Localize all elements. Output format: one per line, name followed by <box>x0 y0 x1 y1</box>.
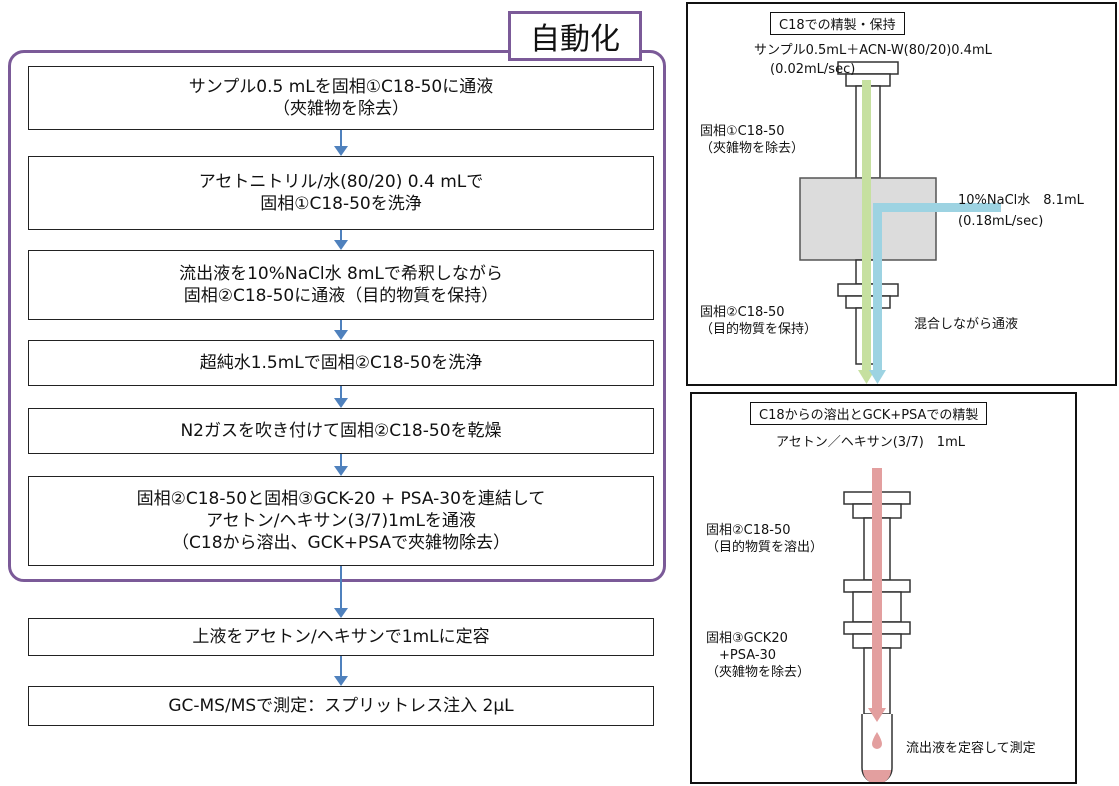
cartridge-2-name: 固相②C18-50 <box>700 305 785 320</box>
nacl-stream-head <box>869 370 886 384</box>
flow-arrow <box>334 320 348 340</box>
step-3-box: 流出液を10%NaCl水 8mLで希釈しながら 固相②C18-50に通液（目的物… <box>28 250 654 320</box>
cartridge-3-label: 固相③GCK20 +PSA-30 （夾雑物を除去） <box>706 630 810 681</box>
flow-arrow <box>334 386 348 408</box>
nacl-stream-horizontal <box>873 203 1001 212</box>
retention-panel: C18での精製・保持 サンプル0.5mL＋ACN-W(80/20)0.4mL (… <box>686 2 1117 386</box>
step-5-line-1: N2ガスを吹き付けて固相②C18-50を乾燥 <box>180 421 502 441</box>
step-1-box: サンプル0.5 mLを固相①C18-50に通液 （夾雑物を除去） <box>28 66 654 130</box>
cartridge-2-label: 固相②C18-50 （目的物質を溶出） <box>706 522 823 556</box>
flow-arrow <box>334 454 348 476</box>
elution-schematic <box>843 468 911 782</box>
step-6-line-3: （C18から溶出、GCK+PSAで夾雑物除去） <box>172 533 510 553</box>
automation-label: 自動化 <box>508 11 642 61</box>
flow-arrow <box>334 230 348 250</box>
cartridge-2-name: 固相②C18-50 <box>706 523 791 538</box>
sample-stream <box>862 80 871 372</box>
cartridge-3-sorbent: +PSA-30 <box>706 648 777 663</box>
nacl-label: 10%NaCl水 8.1mL (0.18mL/sec) <box>958 192 1084 230</box>
step-8-line-1: GC-MS/MSで測定：スプリットレス注入 2µL <box>168 696 514 716</box>
nacl-volume: 10%NaCl水 8.1mL <box>958 193 1084 208</box>
cartridge-1-name: 固相①C18-50 <box>700 124 785 139</box>
step-2-box: アセトニトリル/水(80/20) 0.4 mLで 固相①C18-50を洗浄 <box>28 156 654 230</box>
sample-stream-head <box>858 370 875 384</box>
mixing-label: 混合しながら通液 <box>914 317 1019 332</box>
nacl-flow-rate: (0.18mL/sec) <box>958 214 1044 229</box>
cartridge-2-role: （目的物質を保持） <box>700 322 818 337</box>
cartridge-2-role: （目的物質を溶出） <box>706 540 824 555</box>
droplet-icon <box>872 732 882 749</box>
step-3-line-1: 流出液を10%NaCl水 8mLで希釈しながら <box>179 264 503 284</box>
elution-panel-title: C18からの溶出とGCK+PSAでの精製 <box>750 402 988 425</box>
automation-frame <box>8 50 666 582</box>
measure-label: 流出液を定容して測定 <box>906 741 1036 756</box>
sample-flow-rate-label: (0.02mL/sec) <box>770 62 856 77</box>
cartridge-3-name: 固相③GCK20 <box>706 631 788 646</box>
cartridge-2-label: 固相②C18-50 （目的物質を保持） <box>700 304 817 338</box>
step-4-box: 超純水1.5mLで固相②C18-50を洗浄 <box>28 340 654 386</box>
step-1-line-2: （夾雑物を除去） <box>273 99 409 119</box>
step-1-line-1: サンプル0.5 mLを固相①C18-50に通液 <box>188 77 494 97</box>
eluent-stream <box>872 468 882 710</box>
eluent-stream-head <box>868 708 886 722</box>
step-6-line-1: 固相②C18-50と固相③GCK-20 + PSA-30を連結して <box>136 489 546 509</box>
step-2-line-1: アセトニトリル/水(80/20) 0.4 mLで <box>198 172 484 192</box>
step-2-line-2: 固相①C18-50を洗浄 <box>260 194 422 214</box>
flow-arrow <box>334 130 348 156</box>
step-3-line-2: 固相②C18-50に通液（目的物質を保持） <box>183 286 499 306</box>
cartridge-1-label: 固相①C18-50 （夾雑物を除去） <box>700 123 804 157</box>
step-5-box: N2ガスを吹き付けて固相②C18-50を乾燥 <box>28 408 654 454</box>
cartridge-3-role: （夾雑物を除去） <box>706 665 811 680</box>
sample-volume-label: サンプル0.5mL＋ACN-W(80/20)0.4mL <box>754 43 992 58</box>
collected-eluate <box>863 770 891 782</box>
elution-panel: C18からの溶出とGCK+PSAでの精製 アセトン／ヘキサン(3/7) 1mL … <box>690 392 1077 784</box>
flow-arrow <box>334 566 348 618</box>
step-7-line-1: 上液をアセトン/ヘキサンで1mLに定容 <box>192 627 490 647</box>
step-6-line-2: アセトン/ヘキサン(3/7)1mLを通液 <box>206 511 476 531</box>
step-8-box: GC-MS/MSで測定：スプリットレス注入 2µL <box>28 686 654 726</box>
flow-arrow <box>334 656 348 686</box>
nacl-stream-vertical <box>873 203 882 373</box>
retention-panel-title: C18での精製・保持 <box>770 12 905 35</box>
step-4-line-1: 超純水1.5mLで固相②C18-50を洗浄 <box>199 353 483 373</box>
step-7-box: 上液をアセトン/ヘキサンで1mLに定容 <box>28 618 654 656</box>
solvent-label: アセトン／ヘキサン(3/7) 1mL <box>776 435 965 450</box>
step-6-box: 固相②C18-50と固相③GCK-20 + PSA-30を連結して アセトン/ヘ… <box>28 476 654 566</box>
retention-schematic <box>799 61 1001 384</box>
cartridge-1-role: （夾雑物を除去） <box>700 141 805 156</box>
